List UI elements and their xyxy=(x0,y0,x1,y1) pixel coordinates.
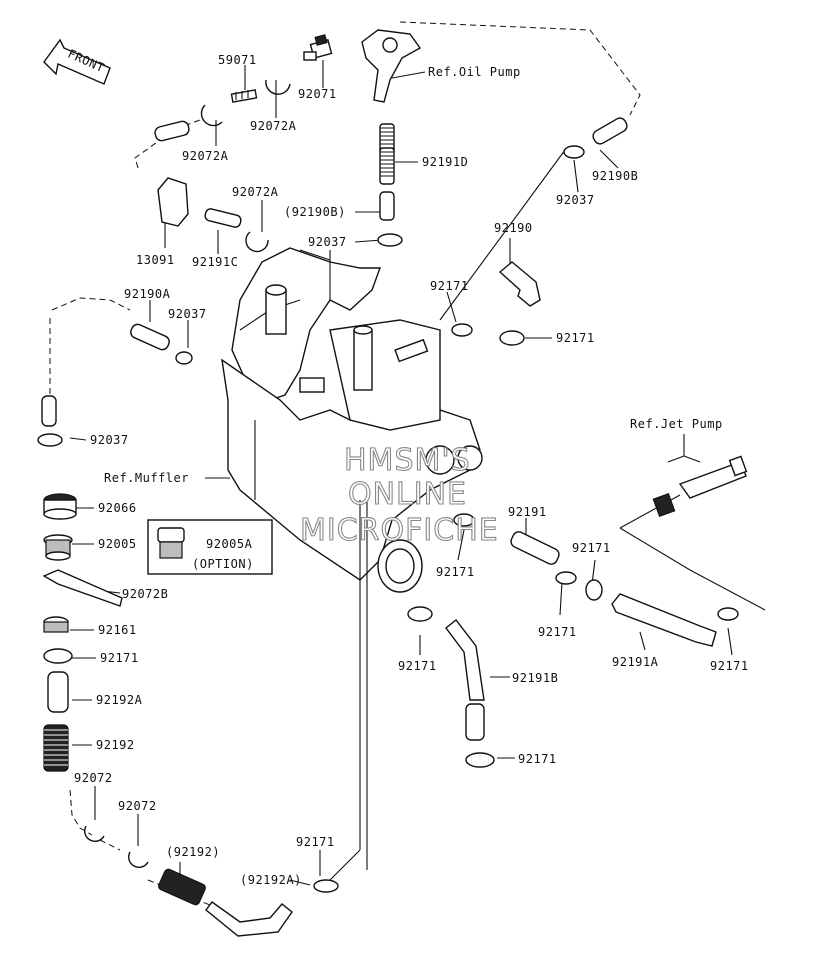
clip-92072a-mid xyxy=(245,231,269,253)
block-13091 xyxy=(157,177,189,227)
clamp-92171-mid-c xyxy=(585,579,603,601)
label-92171-f: 92171 xyxy=(538,625,577,639)
bent-hose-92192a-ref xyxy=(205,901,293,937)
label-13091: 13091 xyxy=(136,253,175,267)
label-92037-right: 92037 xyxy=(556,193,595,207)
hose-92192a xyxy=(47,671,69,713)
hose-92190b xyxy=(592,117,628,145)
label-92171-h: 92171 xyxy=(710,659,749,673)
label-92037-left: 92037 xyxy=(168,307,207,321)
clamp-92171-left xyxy=(43,648,73,664)
fitting-92005 xyxy=(43,534,73,561)
clip-92072a-top xyxy=(265,79,291,95)
label-92072-a: 92072 xyxy=(74,771,113,785)
watermark-line-3: MICROFICHE xyxy=(300,513,499,548)
clamp-92037-bottom xyxy=(37,433,63,447)
clip-92072-b xyxy=(128,851,149,868)
label-option: (OPTION) xyxy=(192,557,254,571)
bracket-92072b xyxy=(42,569,123,607)
clamp-92171-upper-a xyxy=(451,323,473,337)
label-92191a: 92191A xyxy=(612,655,659,669)
corrugated-hose-92192-ref xyxy=(158,868,206,906)
label-92171-g: 92171 xyxy=(398,659,437,673)
label-59071: 59071 xyxy=(218,53,257,67)
corrugated-hose-92192 xyxy=(43,724,69,772)
hose-92191 xyxy=(510,531,560,565)
label-92066: 92066 xyxy=(98,501,137,515)
jet-pump-fitting xyxy=(652,455,748,517)
clamp-92171-mid-a xyxy=(453,513,475,527)
label-92191: 92191 xyxy=(508,505,547,519)
label-92072b: 92072B xyxy=(122,587,168,601)
clamp-92037-right xyxy=(563,145,585,159)
label-92005: 92005 xyxy=(98,537,137,551)
label-92190: 92190 xyxy=(494,221,533,235)
label-92171-b: 92171 xyxy=(556,331,595,345)
grommet-92161 xyxy=(43,616,69,633)
label-92192a: 92192A xyxy=(96,693,143,707)
clamp-92037-left xyxy=(175,351,193,365)
label-92191d: 92191D xyxy=(422,155,468,169)
label-92171-e: 92171 xyxy=(572,541,611,555)
clamp-92171-mid-b xyxy=(555,571,577,585)
label-92190b: 92190B xyxy=(592,169,638,183)
option-box-92005a xyxy=(147,519,273,575)
clip-92072a-left xyxy=(200,104,223,127)
exhaust-manifold-body xyxy=(221,247,483,593)
hose-92191c xyxy=(204,208,242,228)
hose-92191a xyxy=(611,593,717,647)
temperature-switch-92071 xyxy=(303,34,333,61)
hose-92190a xyxy=(130,323,170,351)
clamp-92171-upper-b xyxy=(499,330,525,346)
clip-92072-a xyxy=(84,825,105,842)
front-arrow: FRONT xyxy=(43,38,111,85)
oil-pump-bracket xyxy=(361,29,422,103)
label-92171-i: 92171 xyxy=(296,835,335,849)
spring-hose-92191d xyxy=(379,123,395,185)
hose-top-left xyxy=(154,120,190,142)
clamp-92171-bottom xyxy=(313,879,339,893)
label-92037-mid: 92037 xyxy=(308,235,347,249)
elbow-hose-92190 xyxy=(498,261,541,307)
parts xyxy=(37,29,748,937)
label-92171-c: 92171 xyxy=(100,651,139,665)
label-92072a-left: 92072A xyxy=(182,149,229,163)
label-92190b-ref: (92190B) xyxy=(284,205,346,219)
watermark: HMSM'S ONLINE MICROFICHE xyxy=(299,442,499,548)
watermark-line-2: ONLINE xyxy=(348,477,467,512)
label-92192: 92192 xyxy=(96,738,135,752)
label-92171-j: 92171 xyxy=(518,752,557,766)
label-92005a: 92005A xyxy=(206,537,253,551)
clamp-92171-jet xyxy=(717,607,739,621)
fitting-59071 xyxy=(230,89,258,103)
label-92192a-ref: (92192A) xyxy=(240,873,302,887)
hose-92191b xyxy=(445,619,485,701)
leader-lines xyxy=(69,60,766,886)
label-92072a-mid: 92072A xyxy=(232,185,279,199)
clamp-92171-muffler xyxy=(407,606,433,622)
watermark-line-1: HMSM'S xyxy=(344,443,471,478)
label-92037-bottom: 92037 xyxy=(90,433,129,447)
hose-92191b-lower xyxy=(465,703,485,741)
label-92071: 92071 xyxy=(298,87,337,101)
label-92171-a: 92171 xyxy=(430,279,469,293)
label-92191c: 92191C xyxy=(192,255,238,269)
cap-92066 xyxy=(43,493,77,520)
label-92161: 92161 xyxy=(98,623,137,637)
label-92191b: 92191B xyxy=(512,671,558,685)
label-92072-b: 92072 xyxy=(118,799,157,813)
label-92072a-top: 92072A xyxy=(250,119,297,133)
label-92192-ref: (92192) xyxy=(166,845,220,859)
label-92190a: 92190A xyxy=(124,287,171,301)
ref-muffler: Ref.Muffler xyxy=(104,471,189,485)
hose-left-vertical xyxy=(41,395,57,427)
ref-jet-pump: Ref.Jet Pump xyxy=(630,417,723,431)
label-92171-d: 92171 xyxy=(436,565,475,579)
ref-oil-pump: Ref.Oil Pump xyxy=(428,65,521,79)
hose-92190b-ref xyxy=(379,191,395,221)
clamp-92037-mid xyxy=(377,233,403,247)
clamp-92171-lower xyxy=(465,752,495,768)
